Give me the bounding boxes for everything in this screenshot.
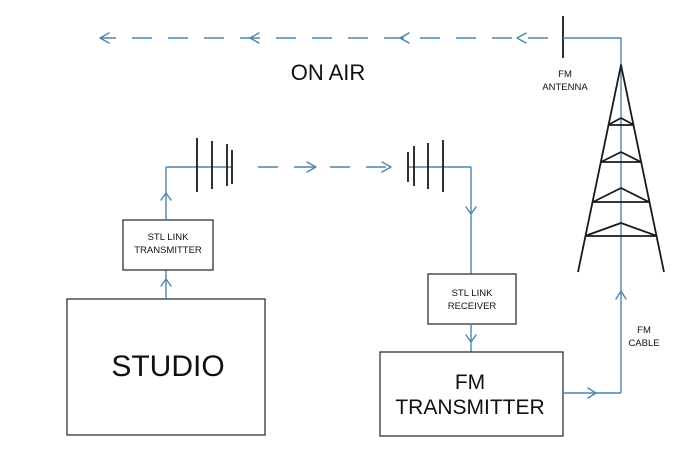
fm-antenna-label-line2: ANTENNA [542,82,588,93]
arrowhead-left-icon [516,32,527,44]
stl-receiver-label-line1: STL LINK [452,288,493,299]
fm-transmitter-label-line1: FM [455,371,485,394]
arrowhead-down-icon [465,206,477,215]
arrowhead-up-icon [160,278,172,287]
arrowhead-left-icon [249,32,260,44]
stl-receive-antenna-icon [407,140,471,192]
stl-link-receiver-box [427,273,517,325]
studio-label: STUDIO [111,350,224,383]
stl-transmitter-label-line2: TRANSMITTER [134,245,202,256]
stl-link-signal [258,161,392,173]
antenna-feed-line [563,37,622,393]
on-air-label: ON AIR [291,60,366,85]
stl-link-transmitter-box [122,219,214,271]
arrowhead-up-icon [160,192,172,201]
arrowhead-up-icon [615,290,627,300]
fm-antenna-label-line1: FM [558,69,572,80]
fm-cable-label-line2: CABLE [628,338,659,349]
fm-transmitter-label-line2: TRANSMITTER [395,396,544,419]
arrowhead-down-icon [465,334,477,343]
stl-receiver-label-line2: RECEIVER [448,301,497,312]
arrowhead-right-icon [587,387,597,399]
arrowhead-left-icon [99,32,110,44]
arrowhead-right-icon [381,161,392,173]
transmission-tower-icon [577,64,665,273]
stl-transmit-antenna-icon [166,138,233,192]
fm-antenna [562,16,622,393]
fm-cable-label-line1: FM [637,325,651,336]
arrowhead-right-icon [306,161,317,173]
stl-transmitter-label-line1: STL LINK [148,232,189,243]
fm-transmitter-box [379,351,564,437]
arrowhead-left-icon [399,32,410,44]
on-air-signal [99,32,548,44]
